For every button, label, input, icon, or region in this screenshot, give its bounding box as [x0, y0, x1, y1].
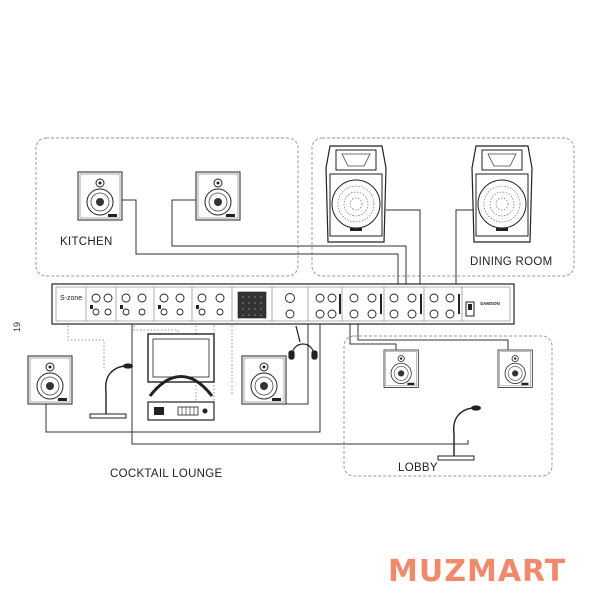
page-number: 19: [12, 321, 23, 333]
lobby-speaker-right: [497, 349, 533, 388]
mixer-logo: S-zone: [60, 295, 82, 302]
source-player: [147, 401, 215, 421]
lobby-zone-box: [343, 335, 553, 477]
kitchen-zone-box: [35, 137, 299, 277]
headphones-icon: [288, 325, 318, 360]
lounge-speaker-left: [27, 355, 73, 405]
dining-pa-speaker-left: [325, 145, 387, 243]
display-monitor: [147, 333, 215, 397]
speaker-wiring: [45, 199, 509, 445]
lounge-speaker-right: [241, 355, 287, 405]
mixer-brand-badge: SAMSON: [480, 301, 500, 306]
lobby-label: LOBBY: [398, 462, 438, 474]
dining-room-zone-box: [311, 137, 575, 277]
lobby-paging-mic: [437, 404, 482, 461]
lounge-paging-mic: [89, 362, 134, 419]
muzmart-watermark: MUZMART: [388, 554, 567, 589]
s-zone-mixer: [51, 283, 515, 325]
dining-room-label: DINING ROOM: [470, 256, 553, 268]
kitchen-speaker-left: [77, 171, 123, 221]
kitchen-label: KITCHEN: [60, 236, 113, 248]
lobby-speaker-left: [383, 349, 419, 388]
dining-pa-speaker-right: [471, 145, 533, 243]
cocktail-lounge-label: COCKTAIL LOUNGE: [110, 468, 223, 480]
kitchen-speaker-right: [195, 171, 241, 221]
